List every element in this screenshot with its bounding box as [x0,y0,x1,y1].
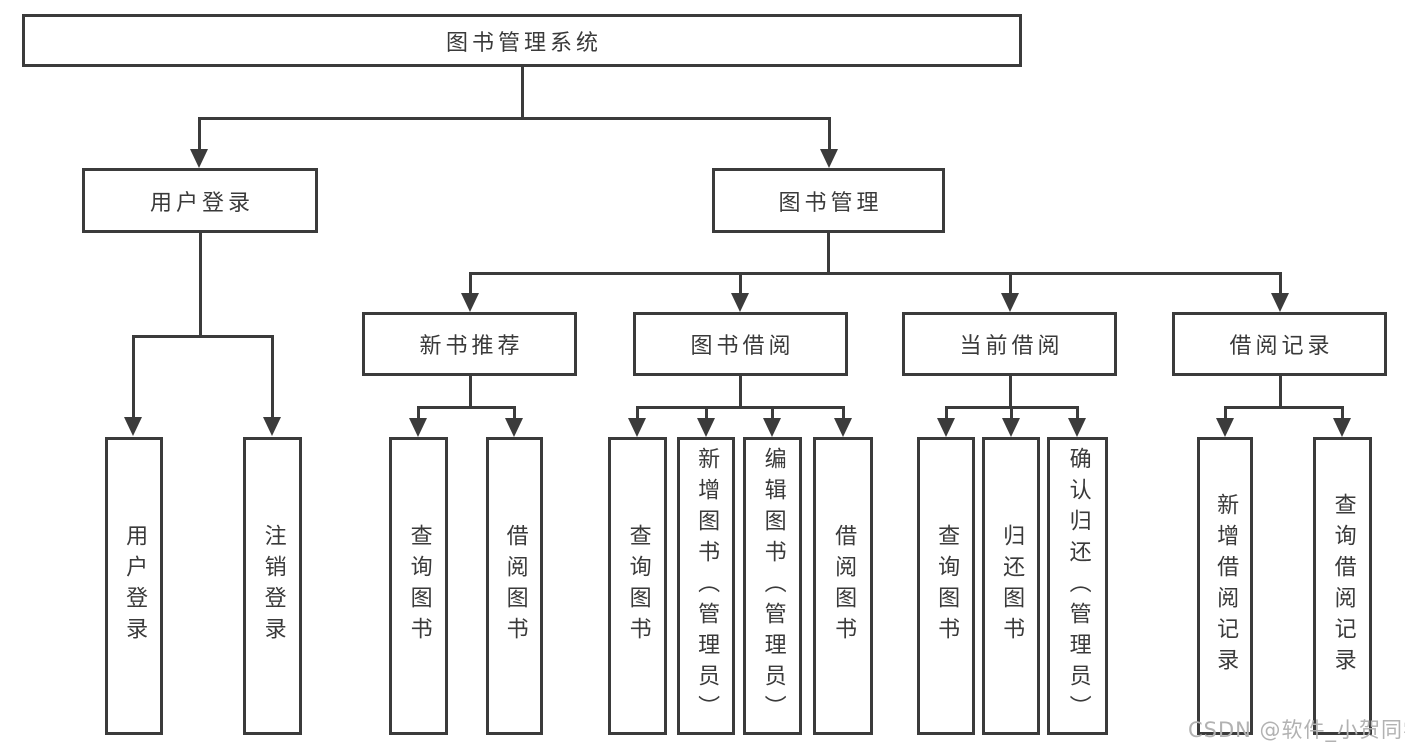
leaf-query-books-borrow: 查询图书 [608,437,667,735]
node-label: 查询借阅记录 [1330,493,1356,679]
node-book-management: 图书管理 [712,168,945,233]
connector-vline [827,233,830,273]
connector-hline [1224,406,1344,409]
arrow-shaft [1341,407,1344,422]
arrow-down-icon [731,293,749,312]
arrow-down-icon [820,149,838,168]
node-label: 新增图书（管理员） [694,446,720,726]
node-borrowing-records: 借阅记录 [1172,312,1387,376]
node-label: 图书管理 [778,190,883,216]
connector-vline [1279,376,1282,407]
node-label: 图书管理系统 [445,30,602,56]
watermark: CSDN @软件_小贺同学 [1188,718,1405,742]
leaf-confirm-return-admin: 确认归还（管理员） [1047,437,1108,735]
leaf-query-books-current: 查询图书 [917,437,975,735]
node-label: 新增借阅记录 [1213,493,1239,679]
arrow-down-icon [124,417,142,436]
arrow-down-icon [1002,418,1020,437]
node-book-borrowing: 图书借阅 [633,312,848,376]
connector-vline [1009,376,1012,407]
connector-vline [199,233,202,336]
arrow-down-icon [697,418,715,437]
arrow-shaft [513,407,516,422]
arrow-shaft [1010,407,1013,422]
node-label: 用户登录 [122,524,148,648]
arrow-shaft [198,118,201,153]
arrow-down-icon [834,418,852,437]
arrow-shaft [1224,407,1227,422]
arrow-down-icon [263,417,281,436]
arrow-down-icon [1001,293,1019,312]
node-label: 借阅图书 [502,524,528,648]
arrow-shaft [771,407,774,422]
node-label: 编辑图书（管理员） [760,446,786,726]
arrow-shaft [417,407,420,422]
arrow-shaft [132,336,135,421]
arrow-shaft [1279,273,1282,297]
node-label: 借阅图书 [831,524,857,648]
arrow-shaft [636,407,639,422]
connector-hline [417,406,516,409]
node-label: 图书借阅 [690,334,795,359]
connector-hline [132,335,274,338]
leaf-return-books: 归还图书 [982,437,1040,735]
arrow-down-icon [763,418,781,437]
node-label: 当前借阅 [959,334,1064,359]
node-label: 用户登录 [149,190,254,216]
leaf-edit-book-admin: 编辑图书（管理员） [743,437,802,735]
connector-hline [198,117,831,120]
arrow-shaft [469,273,472,297]
leaf-logout: 注销登录 [243,437,302,735]
leaf-query-books-recommend: 查询图书 [389,437,448,735]
connector-vline [469,376,472,407]
node-label: 新书推荐 [419,334,524,359]
node-label: 借阅记录 [1229,334,1334,359]
arrow-down-icon [409,418,427,437]
arrow-down-icon [1068,418,1086,437]
node-root-library-system: 图书管理系统 [22,14,1022,67]
arrow-down-icon [190,149,208,168]
arrow-shaft [705,407,708,422]
arrow-down-icon [628,418,646,437]
arrow-down-icon [1271,293,1289,312]
arrow-shaft [739,273,742,297]
leaf-user-login: 用户登录 [105,437,163,735]
arrow-down-icon [937,418,955,437]
connector-vline [739,376,742,407]
arrow-down-icon [461,293,479,312]
arrow-shaft [1076,407,1079,422]
node-new-book-recommendation: 新书推荐 [362,312,577,376]
leaf-add-book-admin: 新增图书（管理员） [677,437,735,735]
connector-hline [636,406,845,409]
arrow-down-icon [505,418,523,437]
node-label: 查询图书 [406,524,432,648]
arrow-shaft [842,407,845,422]
leaf-borrow-books-recommend: 借阅图书 [486,437,543,735]
arrow-shaft [945,407,948,422]
connector-hline [469,272,1282,275]
leaf-add-borrow-record: 新增借阅记录 [1197,437,1253,735]
node-user-login: 用户登录 [82,168,318,233]
arrow-down-icon [1333,418,1351,437]
node-label: 归还图书 [999,524,1025,648]
arrow-shaft [1009,273,1012,297]
node-label: 查询图书 [625,524,651,648]
connector-vline [521,67,524,118]
node-label: 注销登录 [260,524,286,648]
arrow-down-icon [1216,418,1234,437]
node-label: 确认归还（管理员） [1065,446,1091,726]
node-current-borrowing: 当前借阅 [902,312,1117,376]
arrow-shaft [271,336,274,421]
leaf-borrow-books: 借阅图书 [813,437,873,735]
node-label: 查询图书 [934,524,960,648]
arrow-shaft [828,118,831,153]
leaf-query-borrow-record: 查询借阅记录 [1313,437,1372,735]
